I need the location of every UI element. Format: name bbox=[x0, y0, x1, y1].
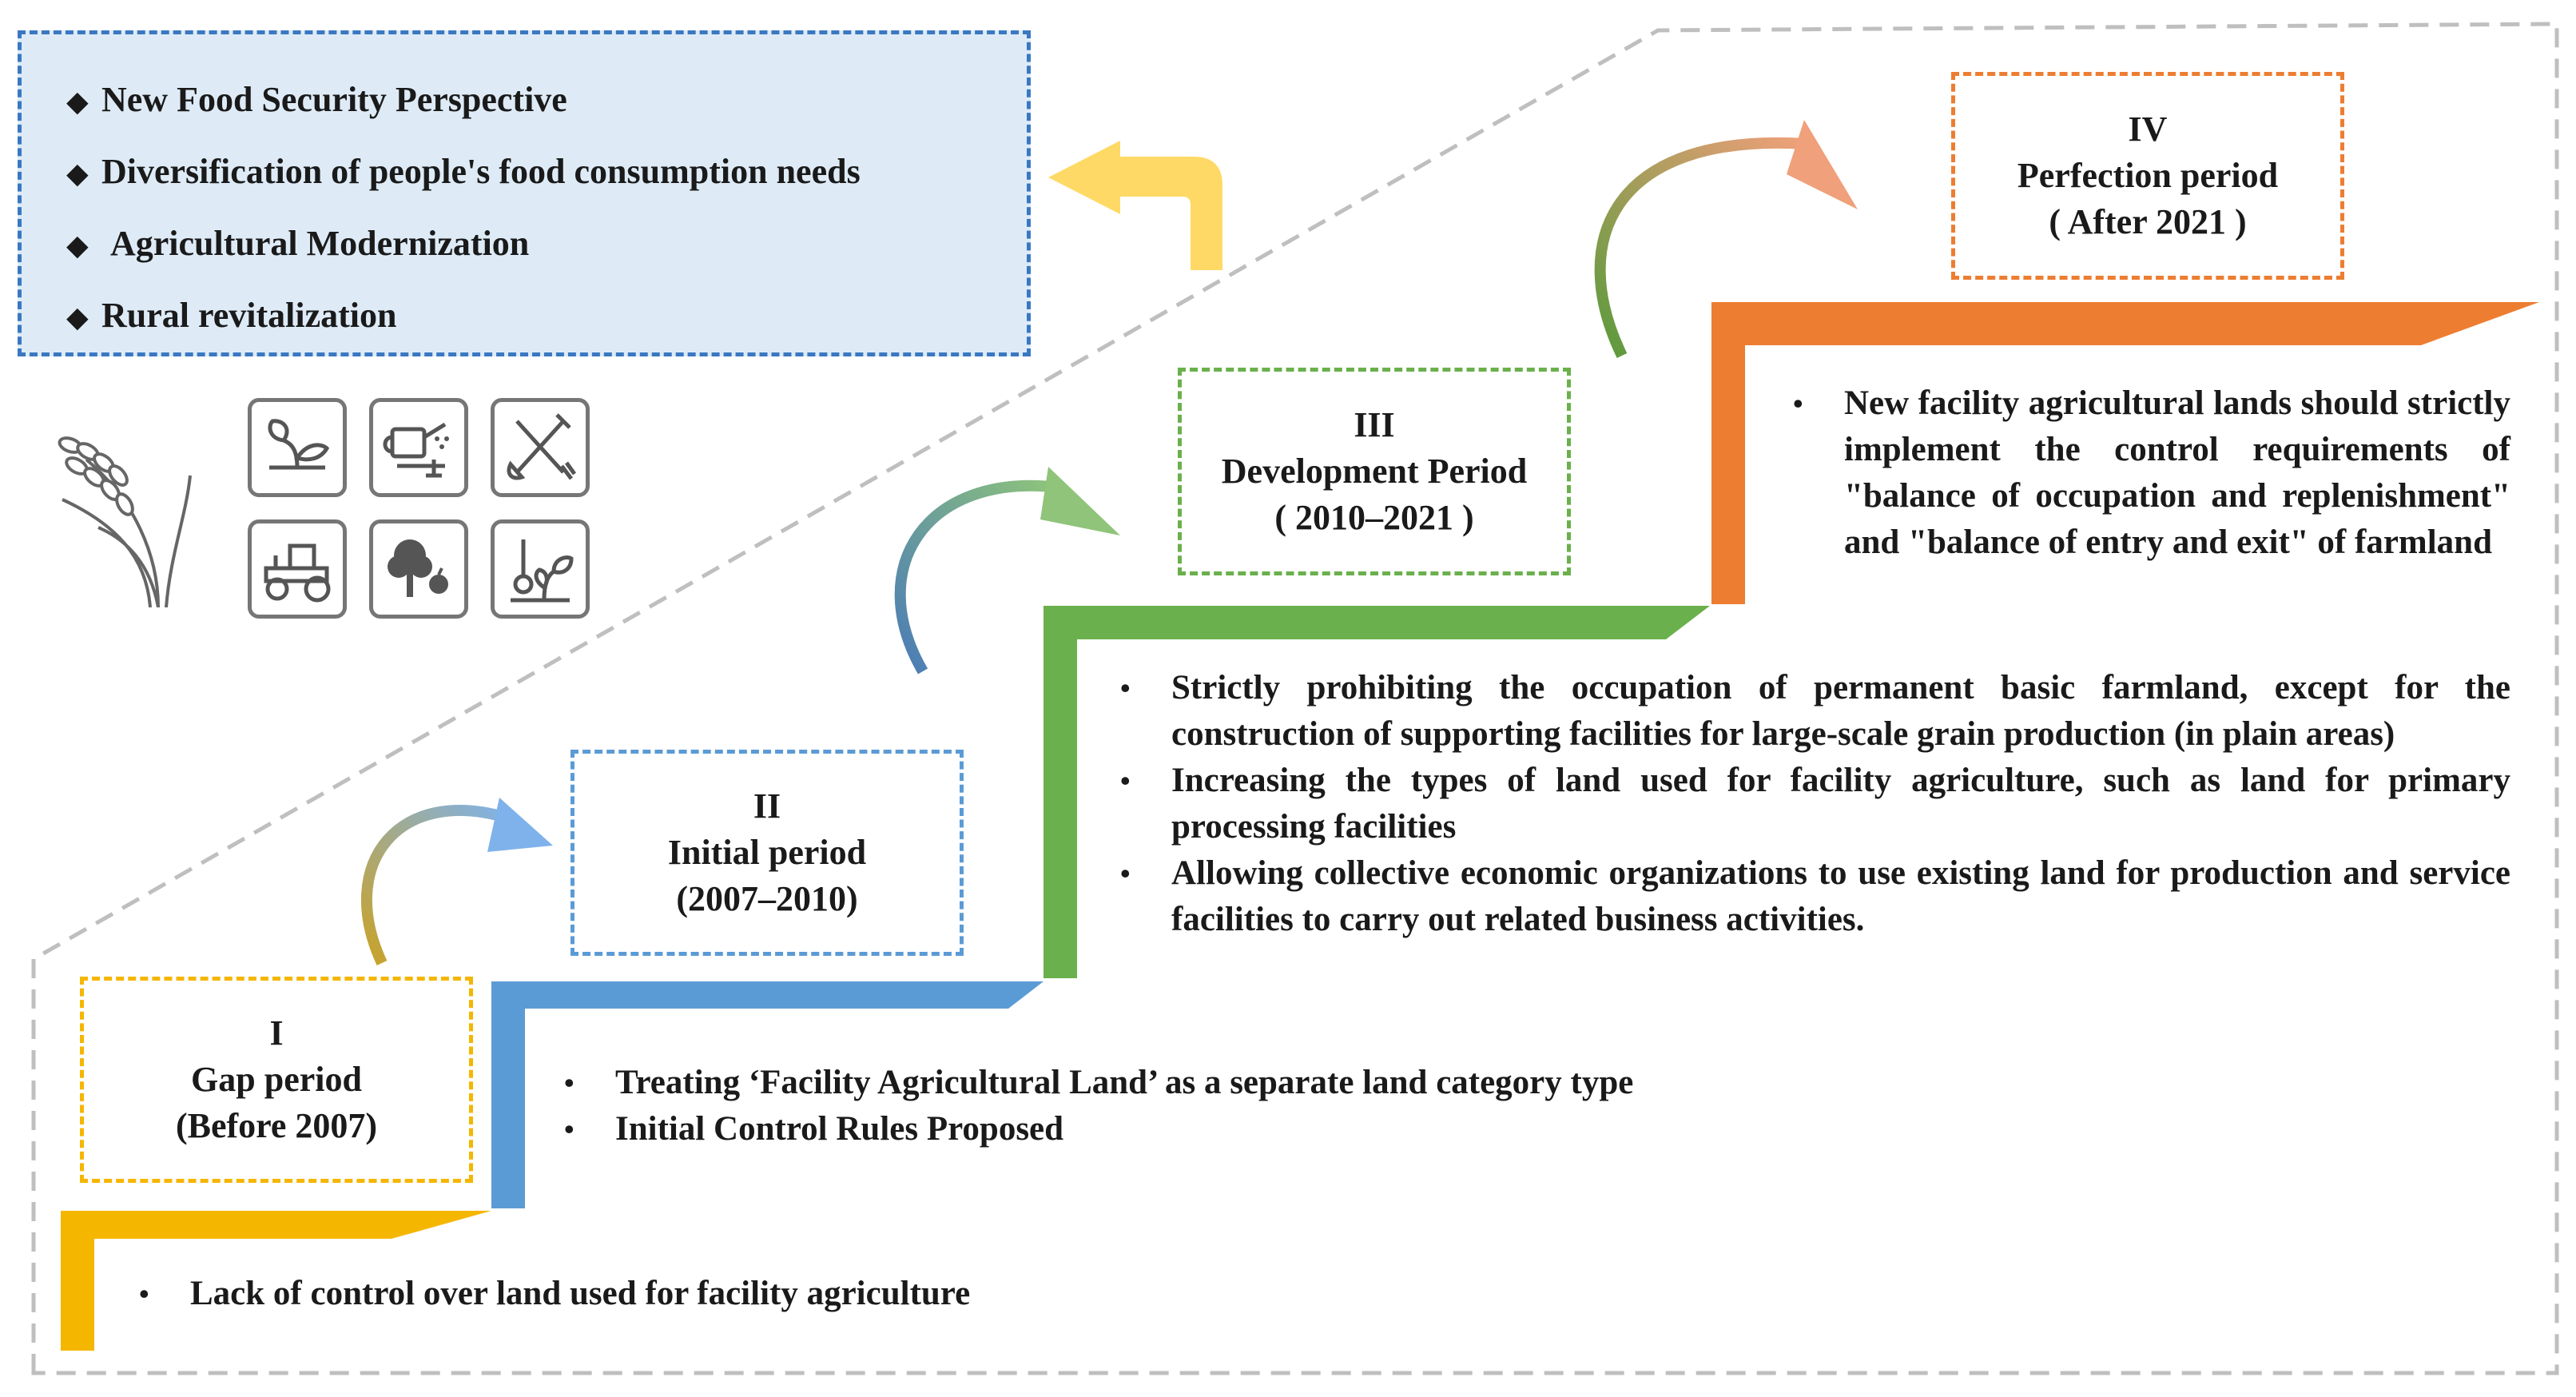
stage-numeral: IV bbox=[2128, 109, 2168, 149]
wheat-icon bbox=[58, 436, 192, 607]
stage-name: Initial period bbox=[667, 833, 867, 872]
arrow-iii-to-iv bbox=[1594, 137, 1807, 359]
stage-box-iv: IV Perfection period ( After 2021 ) bbox=[1951, 72, 2344, 280]
stage-i-bullets: Lack of control over land used for facil… bbox=[134, 1271, 1173, 1317]
stage-iii-bullets: Strictly prohibiting the occupation of p… bbox=[1115, 665, 2510, 943]
crossed-tools-icon bbox=[491, 398, 590, 497]
stage-name: Development Period bbox=[1221, 452, 1528, 491]
tractor-icon bbox=[248, 519, 347, 619]
bullet-item: Allowing collective economic organizatio… bbox=[1115, 850, 2510, 943]
stage-years: ( After 2021 ) bbox=[2049, 202, 2247, 241]
stage-ii-bullets: Treating ‘Facility Agricultural Land’ as… bbox=[559, 1060, 1838, 1152]
bullet-item: New facility agricultural lands should s… bbox=[1788, 380, 2510, 566]
stage-box-iii: III Development Period ( 2010–2021 ) bbox=[1178, 368, 1571, 575]
stage-box-ii: II Initial period (2007–2010) bbox=[570, 750, 964, 956]
stair-step-ii bbox=[491, 981, 1044, 1208]
bullet-item: Lack of control over land used for facil… bbox=[134, 1271, 1173, 1317]
stage-name: Gap period bbox=[191, 1060, 362, 1099]
seedling-icon bbox=[248, 398, 347, 497]
arrow-head-ii-to-iii bbox=[1040, 467, 1120, 535]
driver-item: ◆Rural revitalization bbox=[66, 281, 1027, 352]
stage-numeral: II bbox=[753, 786, 781, 826]
diamond-bullet-icon: ◆ bbox=[66, 301, 89, 333]
return-arrow-body bbox=[1048, 141, 1222, 270]
stair-step-i bbox=[61, 1211, 491, 1351]
arrow-head-iii-to-iv bbox=[1787, 120, 1858, 209]
stage-years: ( 2010–2021 ) bbox=[1274, 498, 1474, 537]
dashed-frame bbox=[31, 22, 2559, 1375]
thermometer-plant-icon bbox=[491, 519, 590, 619]
diamond-bullet-icon: ◆ bbox=[66, 229, 89, 261]
driver-item: ◆ Agricultural Modernization bbox=[66, 209, 1027, 281]
stage-years: (2007–2010) bbox=[676, 879, 858, 918]
stair-step-iv bbox=[1711, 302, 2539, 604]
stage-name: Perfection period bbox=[2017, 156, 2279, 195]
stage-years: (Before 2007) bbox=[175, 1106, 378, 1145]
bullet-item: Increasing the types of land used for fa… bbox=[1115, 758, 2510, 850]
diamond-bullet-icon: ◆ bbox=[66, 86, 89, 117]
bullet-item: Initial Control Rules Proposed bbox=[559, 1106, 1838, 1152]
bullet-item: Strictly prohibiting the occupation of p… bbox=[1115, 665, 2510, 758]
stage-numeral: I bbox=[269, 1013, 284, 1053]
stage-iv-bullets: New facility agricultural lands should s… bbox=[1788, 380, 2510, 566]
driver-item: ◆Diversification of people's food consum… bbox=[66, 137, 1027, 209]
arrow-ii-to-iii bbox=[894, 480, 1059, 675]
diamond-bullet-icon: ◆ bbox=[66, 157, 89, 189]
watering-can-icon bbox=[369, 398, 468, 497]
driver-item: ◆New Food Security Perspective bbox=[66, 65, 1027, 137]
drivers-box: ◆New Food Security Perspective ◆Diversif… bbox=[18, 30, 1031, 356]
arrow-head-i-to-ii bbox=[487, 798, 553, 852]
arrow-i-to-ii bbox=[360, 805, 514, 965]
stage-box-i: I Gap period (Before 2007) bbox=[80, 977, 473, 1183]
stage-numeral: III bbox=[1354, 405, 1395, 444]
tree-fruit-icon bbox=[369, 519, 468, 619]
bullet-item: Treating ‘Facility Agricultural Land’ as… bbox=[559, 1060, 1838, 1106]
